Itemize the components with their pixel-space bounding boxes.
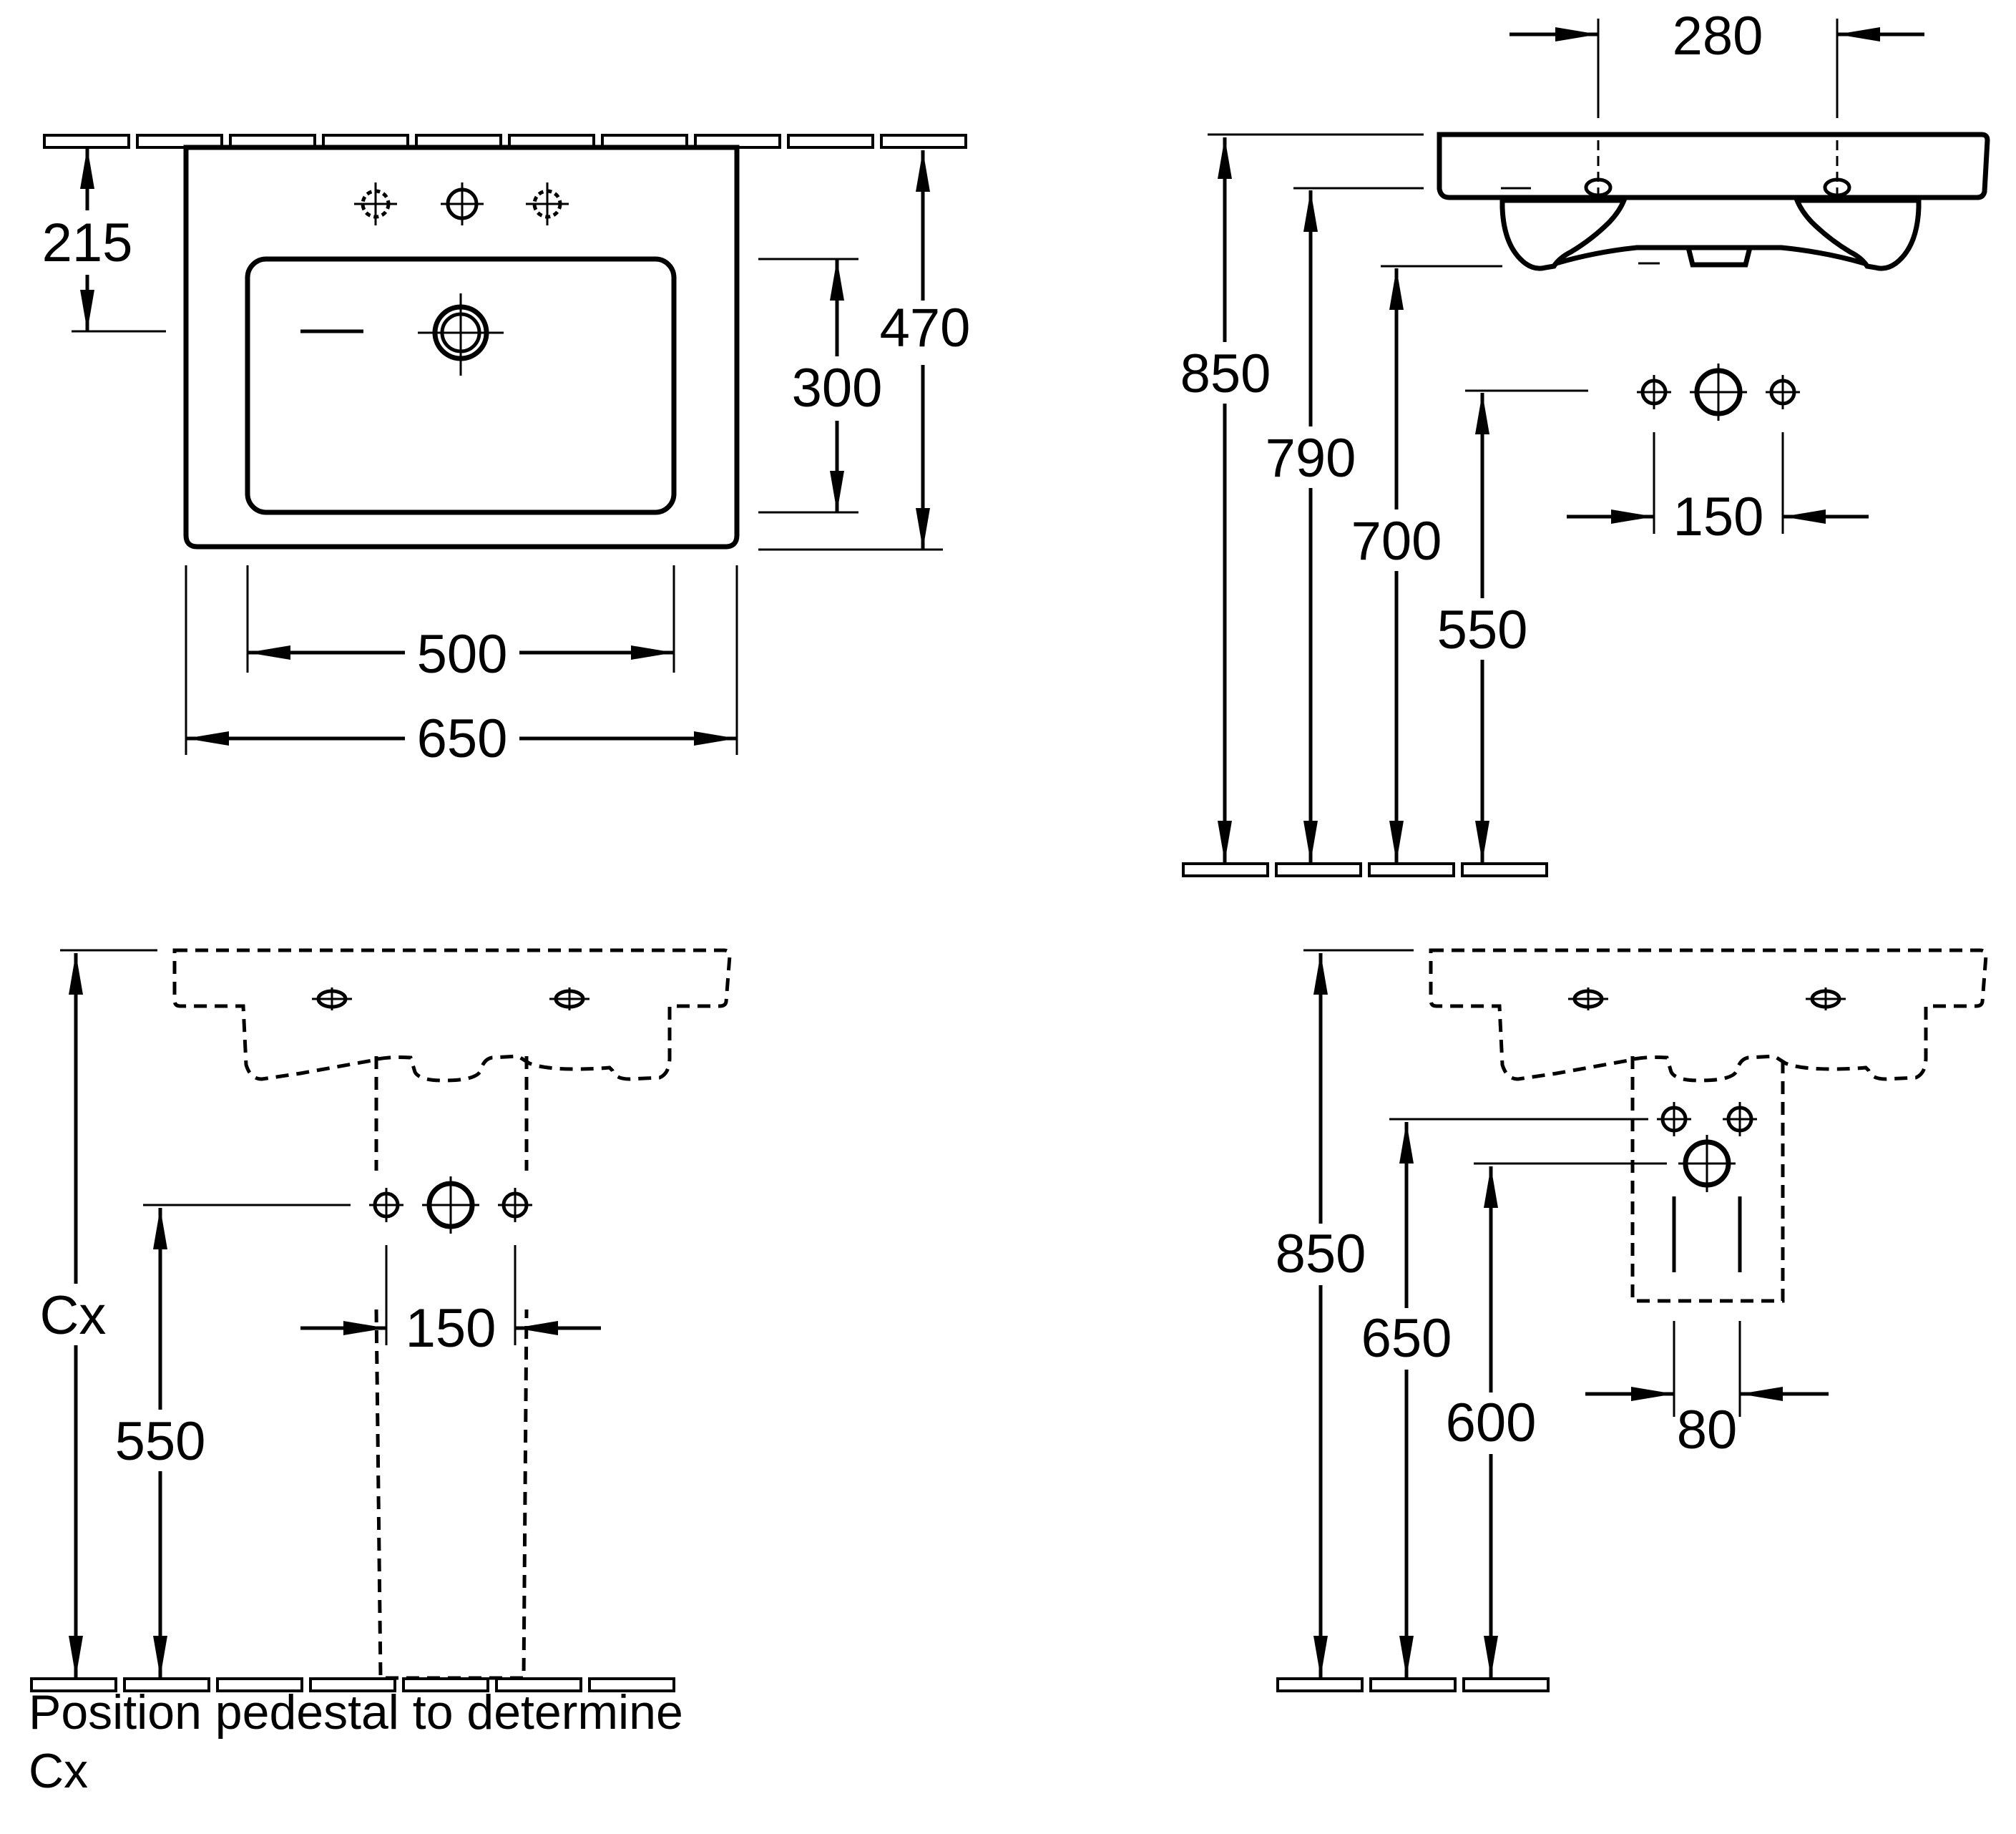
pedestal-note: Position pedestal to determine Cx (29, 1683, 887, 1800)
optional-tap-hole-right-icon (526, 182, 569, 225)
bracket-hole-right-icon (1823, 140, 1851, 202)
floor-tiles (1276, 1677, 1550, 1692)
dim-500: 500 (417, 624, 508, 685)
plan-view: 215 300 470 500 650 (31, 134, 984, 770)
dim-cx: Cx (40, 1285, 107, 1346)
bracket-hole-left-icon (312, 987, 352, 1010)
floor-tiles (30, 1677, 675, 1692)
basin-outline (183, 145, 740, 550)
dim-80: 80 (1677, 1400, 1738, 1460)
semi-pedestal-outline-dashed (1630, 1056, 1785, 1303)
note-line-1: Position pedestal to determine (29, 1685, 683, 1740)
dim-215: 215 (42, 213, 133, 273)
supply-symbols (1637, 364, 1800, 421)
bracket-hole-left-icon (1568, 987, 1608, 1010)
wall-tiles (43, 134, 967, 149)
dim-470: 470 (880, 298, 971, 358)
floor-tiles (1182, 862, 1548, 877)
dim-150-wall-hung: 150 (1673, 487, 1764, 547)
dim-650-semi-pedestal: 650 (1361, 1308, 1452, 1369)
dim-790: 790 (1266, 428, 1356, 489)
note-line-2: Cx (29, 1744, 89, 1798)
optional-tap-hole-left-icon (354, 182, 397, 225)
dim-300: 300 (792, 358, 883, 419)
drain-icon (418, 293, 504, 376)
waste-outlet-icon (1678, 1135, 1736, 1192)
pedestal-outline-dashed (374, 1056, 529, 1680)
dim-150-pedestal: 150 (406, 1298, 496, 1359)
bowl-outline (245, 256, 677, 515)
bracket-hole-right-icon (1806, 987, 1846, 1010)
supply-symbols (1657, 1102, 1757, 1136)
tap-hole-icon (441, 182, 484, 225)
dim-550-pedestal: 550 (115, 1411, 206, 1472)
dim-280: 280 (1673, 6, 1763, 67)
dim-650: 650 (417, 708, 508, 769)
bracket-hole-right-icon (549, 987, 589, 1010)
supply-symbols (369, 1176, 532, 1234)
basin-front-outline (1437, 132, 1990, 200)
pedestal-view: Cx 550 150 (29, 948, 732, 1692)
dim-550-wall-hung: 550 (1437, 600, 1528, 660)
basin-underside-outline (1499, 197, 1628, 271)
basin-outline-dashed (1429, 948, 1988, 1083)
basin-outline-dashed (172, 948, 732, 1083)
dim-600: 600 (1446, 1392, 1537, 1453)
dim-850-semi-pedestal: 850 (1276, 1224, 1366, 1284)
bracket-hole-left-icon (1584, 140, 1613, 202)
semi-pedestal-view: 850 650 600 80 (1268, 948, 1988, 1692)
dim-700: 700 (1351, 511, 1442, 572)
dim-850-wall-hung: 850 (1180, 343, 1271, 404)
wall-hung-view: 280 850 790 700 (1173, 6, 1990, 877)
